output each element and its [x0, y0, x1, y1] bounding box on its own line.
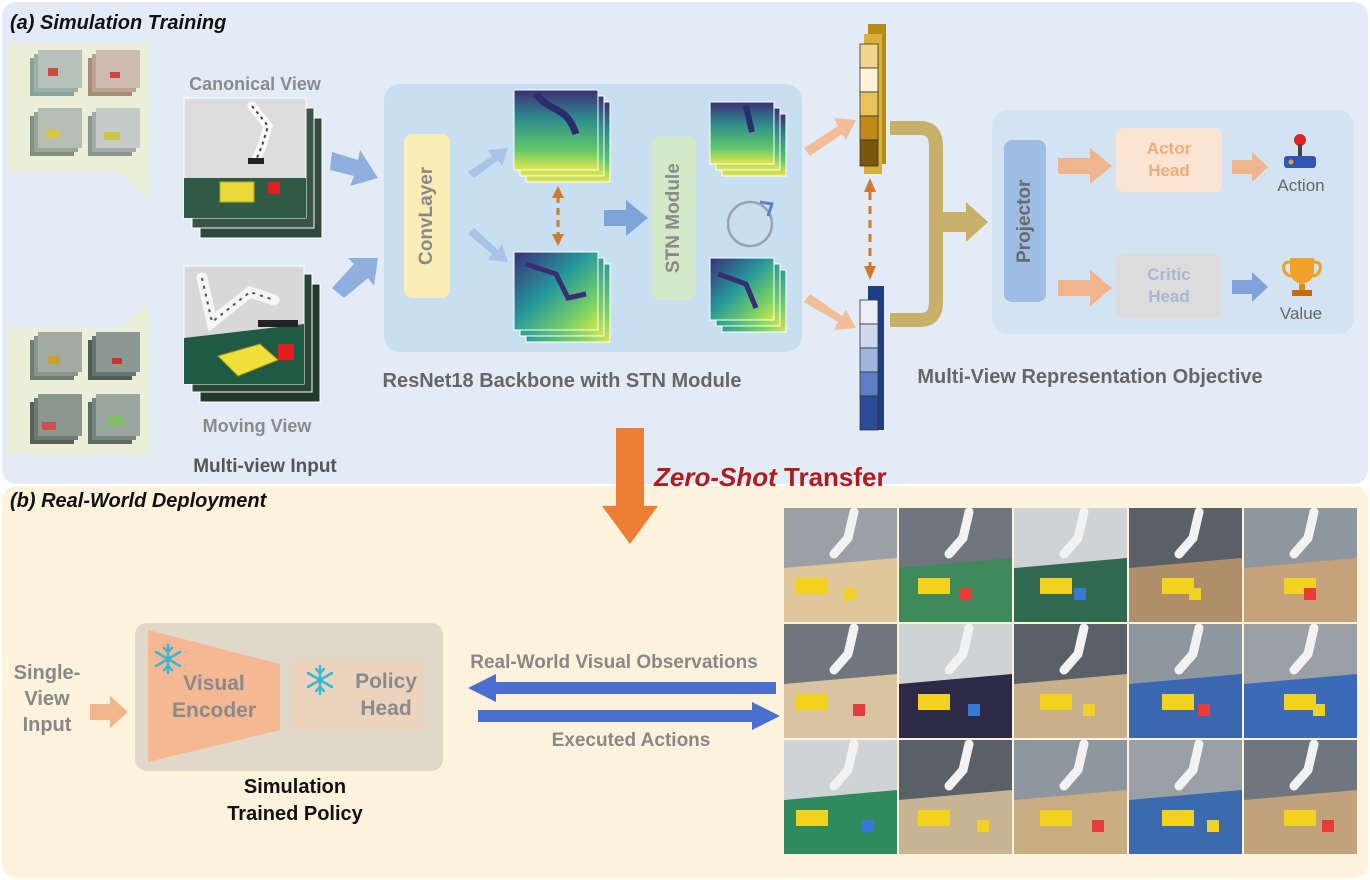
projector-block: Projector	[1004, 140, 1046, 302]
embedding-vectors	[804, 24, 988, 431]
thumb-stack-8	[88, 394, 140, 444]
to-bottom-vector-arrow	[804, 294, 856, 330]
real-world-photo	[899, 623, 1012, 738]
policy-head-label: Policy Head	[355, 670, 417, 720]
convlayer-label: ConvLayer	[416, 166, 437, 266]
real-world-photo-grid	[784, 508, 1357, 854]
canonical-to-backbone-arrow	[330, 150, 378, 186]
deployment-arrows	[468, 674, 780, 730]
bottom-embedding-vector	[859, 286, 884, 431]
real-world-photo	[1014, 739, 1127, 854]
moving-view-label: Moving View	[202, 416, 312, 436]
visual-encoder-shape	[148, 630, 280, 762]
feature-map-bottom	[513, 251, 611, 343]
zero-shot-transfer-label: Zero-Shot Transfer	[654, 462, 887, 493]
stn-module-block: STN Module	[652, 136, 696, 300]
actions-arrow	[478, 702, 780, 730]
panel-b-title: (b) Real-World Deployment	[10, 490, 267, 512]
real-world-photo	[1129, 508, 1242, 622]
multiview-thumbnails-top	[8, 44, 150, 198]
projector-label: Projector	[1014, 179, 1035, 263]
moving-to-backbone-arrow	[332, 258, 378, 298]
transfer-word: Transfer	[784, 462, 887, 492]
to-actor-arrow	[1058, 148, 1112, 184]
projector-arrows	[1058, 148, 1112, 306]
real-world-photo	[784, 739, 897, 854]
to-top-vector-arrow	[804, 118, 856, 156]
observations-arrow	[468, 674, 776, 702]
zero-shot-italic: Zero-Shot	[654, 462, 777, 492]
feature-map-top	[513, 89, 611, 183]
real-world-photo	[784, 508, 897, 622]
visual-encoder-label: Visual Encoder	[171, 672, 257, 722]
canonical-view-label: Canonical View	[189, 74, 321, 94]
convlayer-block: ConvLayer	[404, 134, 450, 298]
multiview-input-label: Multi-view Input	[193, 456, 337, 477]
real-world-photo	[1129, 623, 1242, 738]
to-projector-arrow	[940, 202, 988, 242]
to-value-arrow	[1232, 272, 1268, 302]
joystick-icon	[1284, 134, 1316, 168]
real-world-photo	[1014, 623, 1127, 738]
input-to-policy-arrow	[90, 696, 128, 728]
thumb-stack-7	[30, 394, 82, 444]
real-world-photo	[1244, 508, 1357, 622]
objective-label: Multi-View Representation Objective	[917, 366, 1263, 388]
executed-actions-label: Executed Actions	[551, 730, 711, 751]
thumb-stack-1	[30, 50, 82, 96]
policy-caption: Simulation Trained Policy	[227, 776, 363, 825]
moving-view-image	[183, 265, 321, 403]
conv-down-arrow	[468, 228, 508, 262]
real-world-photo	[899, 508, 1012, 622]
stn-output-top	[709, 101, 787, 177]
to-stn-arrow	[604, 200, 648, 236]
observations-label: Real-World Visual Observations	[470, 652, 758, 673]
snowflake-icon	[154, 643, 182, 675]
critic-head-block: Critic Head	[1116, 254, 1222, 318]
real-world-photo	[1129, 739, 1242, 854]
real-world-photo	[1014, 508, 1127, 622]
thumb-stack-5	[30, 332, 82, 380]
snowflake-icon-2	[306, 664, 334, 696]
real-world-photo	[784, 623, 897, 738]
zero-shot-transfer-arrow	[602, 428, 658, 544]
top-embedding-vector	[859, 24, 886, 174]
thumb-stack-3	[30, 108, 82, 156]
head-output-arrows	[1232, 152, 1268, 302]
to-action-arrow	[1232, 152, 1268, 182]
action-label: Action	[1277, 176, 1325, 195]
trophy-icon	[1282, 258, 1322, 296]
to-critic-arrow	[1058, 270, 1112, 306]
input-arrows	[330, 150, 378, 298]
actor-head-block: Actor Head	[1116, 128, 1222, 192]
policy-head-block	[292, 660, 424, 730]
single-view-input-label: Single- View Input	[13, 662, 81, 736]
real-world-photo	[1244, 739, 1357, 854]
thumb-stack-6	[88, 332, 140, 380]
thumb-stack-2	[88, 50, 140, 96]
thumb-stack-4	[88, 108, 140, 156]
panel-a-title: (a) Simulation Training	[10, 12, 227, 34]
real-world-photo	[899, 739, 1012, 854]
stn-module-label: STN Module	[663, 163, 684, 273]
real-world-photo	[1244, 623, 1357, 738]
backbone-internals	[468, 89, 787, 343]
stn-output-bottom	[709, 257, 787, 333]
merge-bracket	[890, 121, 943, 327]
value-label: Value	[1279, 304, 1323, 323]
canonical-view-image	[183, 97, 323, 239]
conv-up-arrow	[468, 148, 508, 178]
multiview-thumbnails-bottom	[8, 304, 150, 454]
rotation-icon	[726, 200, 774, 248]
backbone-label: ResNet18 Backbone with STN Module	[382, 370, 742, 392]
